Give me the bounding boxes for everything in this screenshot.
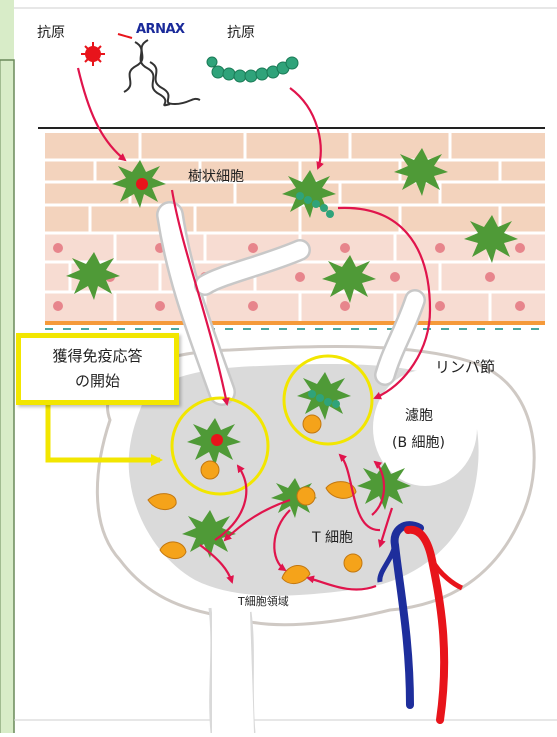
- b-cell-label: (B 細胞): [392, 432, 445, 452]
- arnax-label: ARNAX: [136, 22, 185, 37]
- acquired-immunity-callout: 獲得免疫応答 の開始: [16, 333, 179, 405]
- antigen-left-label: 抗原: [37, 22, 65, 42]
- antigen-right-label: 抗原: [227, 22, 255, 42]
- dendritic-cell-label: 樹状細胞: [188, 166, 244, 186]
- t-cell-label: T 細胞: [312, 527, 353, 547]
- lymph-node-label: リンパ節: [435, 356, 495, 377]
- callout-line-2: の開始: [21, 369, 174, 394]
- tissue-layers: [38, 128, 545, 329]
- antigen-left-icon: [81, 42, 105, 66]
- t-cell-zone-label: T細胞領域: [238, 593, 289, 609]
- callout-line-1: 獲得免疫応答: [21, 344, 174, 369]
- arnax-helix-icon: [118, 34, 200, 105]
- follicle-label: 濾胞: [405, 405, 433, 425]
- antigen-right-chain-icon: [207, 57, 298, 82]
